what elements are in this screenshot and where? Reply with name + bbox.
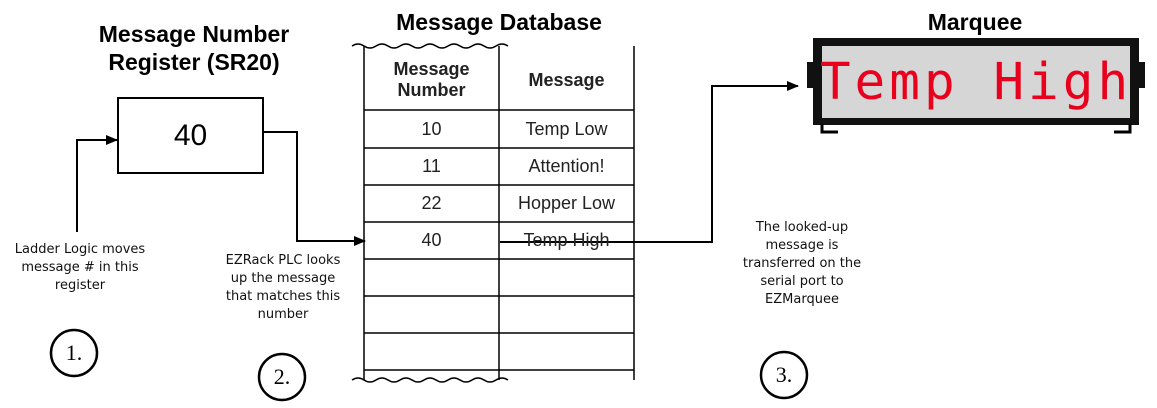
column-header-message-number: Message Number bbox=[393, 59, 470, 100]
step-note-1: Ladder Logic moves message # in this reg… bbox=[14, 242, 146, 293]
marquee-device bbox=[807, 38, 1145, 134]
arrow-database-to-marquee bbox=[500, 81, 799, 243]
register-value-box: 40 bbox=[117, 97, 264, 174]
register-value: 40 bbox=[173, 118, 208, 152]
arrow-ladder-to-register bbox=[76, 135, 118, 232]
step-number-2: 2. bbox=[273, 364, 291, 389]
table-row-message: Temp High bbox=[523, 230, 610, 250]
register-title-line1: Message Number bbox=[98, 21, 290, 47]
marquee-mount-right bbox=[1139, 62, 1145, 88]
step-note-3: The looked-up message is transferred on … bbox=[742, 220, 862, 307]
table-row-number: 10 bbox=[421, 118, 442, 139]
database-table-grid bbox=[351, 43, 635, 383]
column-header-message: Message bbox=[528, 69, 605, 90]
table-row-message: Attention! bbox=[528, 156, 605, 176]
database-title: Message Database bbox=[396, 9, 602, 35]
step-note-2: EZRack PLC looks up the message that mat… bbox=[225, 253, 341, 322]
step-circle-1 bbox=[49, 328, 99, 378]
step-number-3: 3. bbox=[775, 362, 793, 387]
marquee-bracket-right bbox=[1114, 124, 1132, 134]
marquee-title: Marquee bbox=[927, 9, 1023, 35]
marquee-bracket-left bbox=[820, 124, 838, 134]
marquee-display-text: Temp High bbox=[819, 52, 1133, 112]
step-circle-3 bbox=[759, 350, 809, 400]
step-circle-2 bbox=[257, 352, 307, 402]
table-row-number: 22 bbox=[421, 193, 442, 213]
table-row-number: 40 bbox=[421, 230, 442, 250]
table-row-message: Temp Low bbox=[525, 118, 608, 139]
table-row-number: 11 bbox=[422, 156, 441, 176]
step-number-1: 1. bbox=[65, 340, 83, 365]
arrow-register-to-database bbox=[263, 131, 366, 246]
register-title-line2: Register (SR20) bbox=[108, 49, 280, 75]
marquee-mount-left bbox=[807, 62, 813, 88]
register-title: Message Number Register (SR20) bbox=[70, 20, 318, 76]
table-row-message: Hopper Low bbox=[517, 193, 616, 213]
marquee-screen bbox=[822, 46, 1130, 118]
